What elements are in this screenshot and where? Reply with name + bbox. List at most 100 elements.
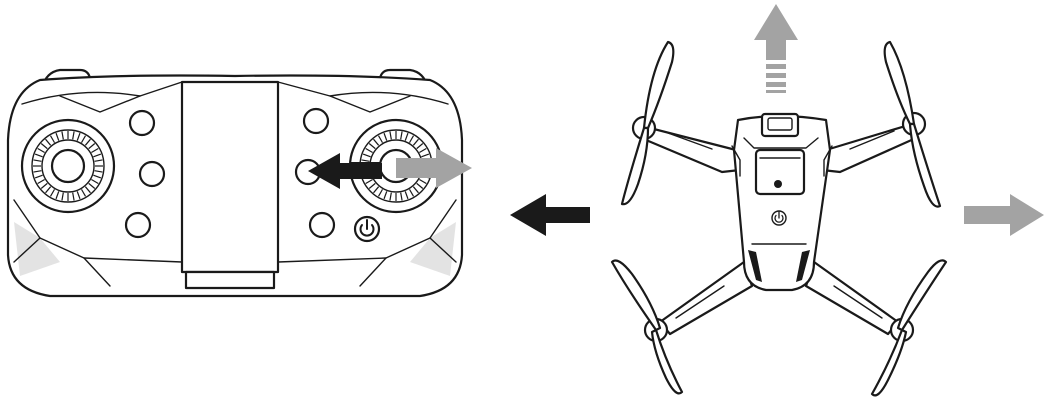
power-icon (359, 219, 375, 237)
left-top-facet (59, 95, 141, 113)
gimbal-tick (80, 135, 87, 143)
gimbal-tick (37, 178, 45, 185)
gimbal-tick (84, 186, 91, 194)
propeller-front-left (620, 40, 675, 206)
gimbal-tick (416, 143, 424, 150)
remote-controller (6, 68, 472, 298)
gimbal-tick (93, 153, 102, 158)
stick-left-arrow (308, 153, 382, 189)
gimbal-tick (408, 135, 415, 143)
gimbal-tick (76, 132, 81, 141)
drone-rear-left-vent (748, 250, 762, 282)
gimbal-tick (61, 131, 64, 140)
left-button-top[interactable] (128, 109, 156, 137)
gimbal-tick (400, 192, 403, 201)
gimbal-tick (383, 191, 388, 200)
gimbal-tick (93, 174, 102, 179)
gimbal-tick (400, 131, 403, 140)
gimbal-tick (84, 138, 91, 146)
stick-right-arrow (396, 148, 472, 188)
propeller-rear-left (610, 259, 684, 395)
power-button[interactable] (353, 215, 381, 243)
left-bottom-line (83, 257, 183, 263)
gimbal-tick (55, 132, 60, 141)
drone-body-contour (743, 137, 819, 149)
gimbal-tick (361, 159, 370, 162)
gimbal-tick (40, 143, 48, 150)
gimbal-tick (55, 191, 60, 200)
gimbal-tick (61, 192, 64, 201)
gimbal-tick (368, 143, 376, 150)
left-joystick (20, 118, 116, 214)
drone-indicator-dot (774, 180, 782, 188)
right-button-bottom[interactable] (308, 211, 336, 239)
gimbal-tick (34, 153, 43, 158)
propeller-rear-right (870, 259, 948, 397)
gimbal-tick (49, 135, 56, 143)
drone-rear-right-vent (796, 250, 810, 282)
gimbal-tick (72, 192, 75, 201)
gimbal-tick (377, 135, 384, 143)
drone (610, 40, 948, 397)
gimbal-tick (34, 174, 43, 179)
drone-right-edge (823, 145, 833, 177)
drone-battery (754, 148, 806, 196)
gimbal-tick (91, 178, 99, 185)
move-left-arrow (510, 194, 590, 236)
gimbal-tick (412, 138, 419, 146)
gimbal-tick (404, 191, 409, 200)
clamp-foot (184, 270, 276, 290)
left-button-bottom[interactable] (124, 211, 152, 239)
right-bottom-line (277, 257, 387, 263)
left-button-middle[interactable] (138, 160, 166, 188)
gimbal-tick (94, 170, 103, 173)
gimbal-tick (37, 147, 45, 154)
right-top-facet (329, 95, 411, 113)
drone-power-icon (771, 210, 787, 226)
gimbal-tick (383, 132, 388, 141)
gimbal-tick (404, 132, 409, 141)
right-grip-contour (359, 199, 457, 287)
gimbal-tick (419, 178, 427, 185)
gimbal-tick (389, 192, 392, 201)
rise-arrow (754, 4, 798, 93)
gimbal-tick (45, 138, 52, 146)
left-grip-edge (13, 237, 41, 263)
gimbal-tick (76, 191, 81, 200)
propeller-front-right (883, 40, 942, 208)
gimbal-tick (362, 153, 371, 158)
gimbal-tick (33, 170, 42, 173)
drone-camera (767, 117, 793, 131)
drone-left-edge (731, 145, 741, 177)
gimbal-tick (72, 131, 75, 140)
gimbal-tick (45, 186, 52, 194)
gimbal-tick (408, 189, 415, 197)
gimbal-tick (416, 182, 424, 189)
gimbal-tick (80, 189, 87, 197)
gimbal-tick (33, 159, 42, 162)
gimbal-tick (365, 147, 373, 154)
gimbal-tick (421, 153, 430, 158)
gimbal-tick (373, 138, 380, 146)
gimbal-tick (88, 182, 96, 189)
gimbal-tick (419, 147, 427, 154)
gimbal-tick (412, 186, 419, 194)
right-grip-edge (429, 237, 457, 263)
drone-arms (644, 122, 918, 336)
gimbal-tick (368, 182, 376, 189)
gimbal-tick (94, 159, 103, 162)
gimbal-tick (377, 189, 384, 197)
gimbal-tick (365, 178, 373, 185)
right-grip-shade (410, 222, 456, 276)
move-right-arrow (964, 194, 1044, 236)
gimbal-tick (373, 186, 380, 194)
gimbal-tick (389, 131, 392, 140)
left-grip-contour (13, 199, 111, 287)
phone-clamp (180, 80, 280, 274)
right-button-top[interactable] (302, 107, 330, 135)
gimbal-tick (49, 189, 56, 197)
left-grip-shade (14, 222, 60, 276)
gimbal-tick (40, 182, 48, 189)
